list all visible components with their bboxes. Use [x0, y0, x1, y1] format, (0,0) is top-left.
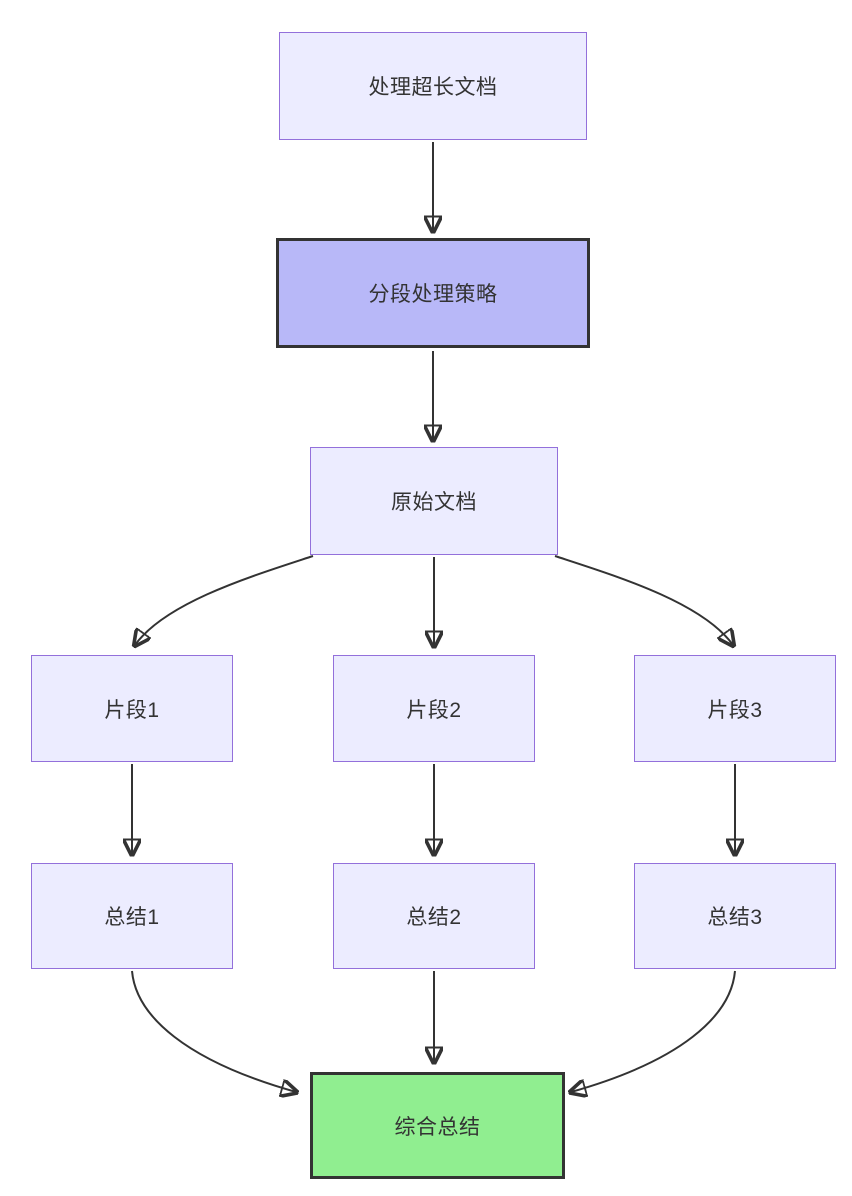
node-process-long-document: 处理超长文档: [279, 32, 587, 140]
node-fragment-2: 片段2: [333, 655, 535, 762]
node-fragment-1: 片段1: [31, 655, 233, 762]
node-summary-2: 总结2: [333, 863, 535, 969]
edge-summary-1-to-combined: [131, 970, 296, 1092]
node-segmentation-strategy: 分段处理策略: [276, 238, 590, 348]
node-summary-3: 总结3: [634, 863, 836, 969]
edge-original-to-fragment-3: [554, 555, 733, 645]
node-original-document: 原始文档: [310, 447, 558, 555]
node-summary-1: 总结1: [31, 863, 233, 969]
edge-original-to-fragment-1: [135, 555, 314, 645]
node-combined-summary: 综合总结: [310, 1072, 565, 1179]
node-fragment-3: 片段3: [634, 655, 836, 762]
edge-summary-3-to-combined: [571, 970, 736, 1092]
